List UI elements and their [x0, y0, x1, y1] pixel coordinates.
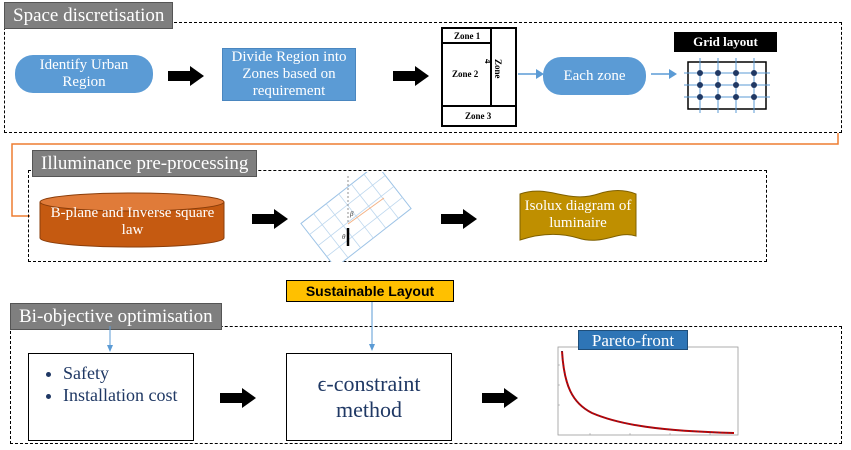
pareto-front-label: Pareto-front [591, 331, 675, 350]
arrow-right-icon [252, 209, 288, 229]
each-zone-node: Each zone [543, 57, 646, 95]
bplane-cylinder [39, 192, 225, 248]
method-label: ϵ-constraint method [317, 371, 421, 422]
zone-2-label: Zone 2 [452, 69, 479, 79]
divide-region-node: Divide Region into Zones based on requir… [222, 48, 356, 101]
method-box: ϵ-constraint method [286, 353, 452, 441]
sustainable-layout-label: Sustainable Layout [305, 283, 435, 299]
section-title-optimisation: Bi-objective optimisation [10, 303, 222, 330]
section-title-space: Space discretisation [4, 2, 174, 29]
beta-label: β [349, 210, 354, 218]
objective-safety: Safety [63, 362, 193, 384]
section-space-box [4, 22, 842, 133]
bplane-label: B-plane and Inverse square law [50, 205, 215, 238]
pareto-plot [557, 346, 739, 436]
arrow-right-icon [220, 388, 256, 408]
identify-region-label: Identify Urban Region [39, 57, 129, 90]
bplane-label-wrap: B-plane and Inverse square law [50, 205, 215, 239]
section-optimisation-box [10, 326, 842, 444]
section-illuminance-box [28, 170, 767, 262]
grid-layout-label: Grid layout [693, 34, 758, 49]
objectives-box: Safety Installation cost [28, 353, 194, 441]
zone-divider-h2 [443, 105, 515, 107]
identify-region-node: Identify Urban Region [15, 55, 153, 93]
zone-4-label: Zone 4 [483, 59, 503, 79]
pareto-front-label-box: Pareto-front [578, 330, 688, 350]
arrow-right-icon [441, 209, 477, 229]
zone-divider-h1 [443, 42, 490, 44]
zone-3-label: Zone 3 [465, 111, 492, 121]
each-zone-label: Each zone [563, 67, 626, 84]
grid-layout-icon [684, 58, 770, 113]
zone-divider-v [490, 29, 492, 105]
sustainable-layout-box: Sustainable Layout [286, 280, 454, 302]
isolux-label-wrap: Isolux diagram of luminaire [522, 198, 634, 232]
theta-label: θ [342, 233, 346, 241]
zones-diagram: Zone 1 Zone 2 Zone 3 Zone 4 [441, 27, 517, 127]
divide-region-label: Divide Region into Zones based on requir… [231, 49, 347, 99]
arrow-right-icon [393, 66, 429, 86]
arrow-right-icon [168, 66, 204, 86]
objectives-list: Safety Installation cost [29, 354, 193, 406]
isolux-shape [519, 190, 637, 241]
objective-installation-cost: Installation cost [63, 384, 193, 406]
orange-connector [11, 133, 839, 217]
grid-layout-label-box: Grid layout [674, 32, 777, 52]
zone-1-label: Zone 1 [454, 31, 481, 41]
arrow-right-icon [482, 388, 518, 408]
isolux-label: Isolux diagram of luminaire [524, 198, 632, 231]
section-title-illuminance: Illuminance pre-processing [32, 150, 258, 177]
bplane-diagram: β θ [300, 172, 412, 262]
arrow-thin-icon [651, 69, 677, 79]
section3-connectors [107, 302, 375, 352]
arrow-thin-icon [518, 69, 544, 79]
